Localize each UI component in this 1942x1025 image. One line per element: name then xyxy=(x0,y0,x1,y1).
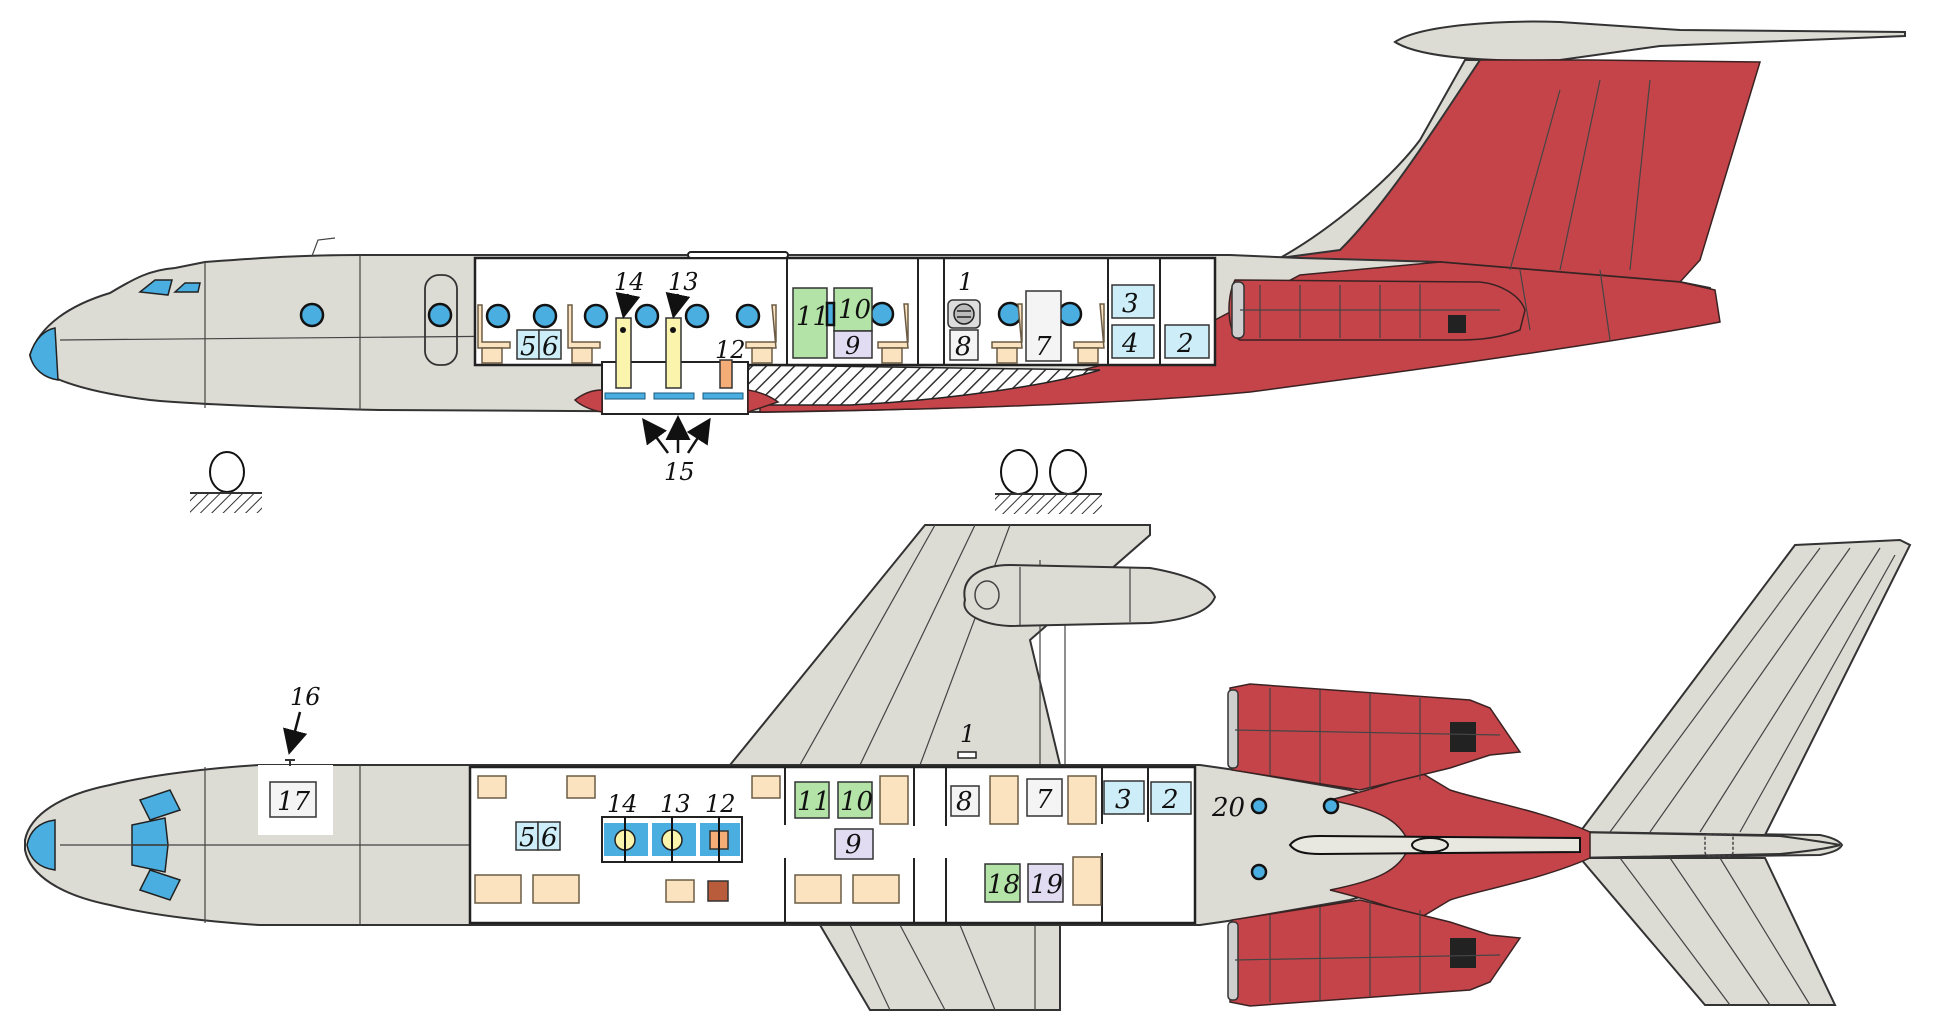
equipment-4 xyxy=(1111,324,1155,359)
nose-glazing-plan xyxy=(26,819,56,871)
rear-window xyxy=(1250,797,1268,815)
antenna-1 xyxy=(957,751,977,759)
plan-label-20: 20 xyxy=(1211,793,1245,823)
equipment-7 xyxy=(1025,290,1062,362)
engine-exhaust-panel xyxy=(1448,315,1466,333)
equipment-19-plan xyxy=(1027,863,1064,903)
equipment-6-plan xyxy=(537,821,561,851)
vertical-fin xyxy=(1277,59,1762,283)
label-10: 10 xyxy=(838,295,871,325)
equipment-11-plan xyxy=(794,781,830,819)
equipment-2-plan xyxy=(1150,781,1192,815)
label-4: 4 xyxy=(1121,329,1139,359)
rear-window xyxy=(1250,863,1268,881)
label-12: 12 xyxy=(715,336,746,364)
label-16: 16 xyxy=(290,683,321,711)
plan-view: 17 16 5 6 xyxy=(24,524,1912,1011)
plan-label-9: 9 xyxy=(845,830,862,860)
label-3: 3 xyxy=(1122,289,1139,319)
sensor-windows xyxy=(604,392,744,400)
equipment-9-plan xyxy=(834,828,874,860)
nose-glazing xyxy=(29,327,59,381)
cockpit-windows xyxy=(138,279,201,296)
plan-label-3: 3 xyxy=(1115,785,1132,815)
plan-label-19: 19 xyxy=(1030,870,1063,900)
plan-label-8: 8 xyxy=(956,787,973,817)
sensor-12 xyxy=(719,359,733,389)
label-14: 14 xyxy=(614,268,645,296)
equipment-17 xyxy=(269,781,317,818)
horizontal-tail-upper xyxy=(1578,538,1912,837)
label-15: 15 xyxy=(664,458,695,486)
bay-red-fairing-fwd xyxy=(573,389,603,413)
seats-side xyxy=(477,303,1105,364)
overhead-fairing xyxy=(687,251,789,259)
equipment-3 xyxy=(1111,284,1155,319)
equipment-9 xyxy=(833,330,873,359)
plan-label-18: 18 xyxy=(987,870,1020,900)
seats-plan xyxy=(474,775,1102,906)
bay-red-fairing-aft xyxy=(747,389,780,414)
equipment-10-plan xyxy=(837,781,873,819)
plan-label-5: 5 xyxy=(519,823,536,853)
plan-label-10: 10 xyxy=(840,787,873,817)
equipment-8 xyxy=(949,329,979,361)
horizontal-stabilizer xyxy=(1393,20,1906,62)
label-6: 6 xyxy=(542,332,559,362)
plan-label-7: 7 xyxy=(1036,785,1053,815)
label-17: 17 xyxy=(277,787,311,817)
wing-pod xyxy=(963,563,1217,628)
horizontal-tail-lower xyxy=(1577,857,1837,1006)
top-antenna xyxy=(311,237,336,257)
plan-label-12: 12 xyxy=(705,790,736,818)
plan-label-11: 11 xyxy=(797,787,830,817)
equipment-11 xyxy=(792,287,828,359)
equipment-6 xyxy=(538,329,562,360)
plan-label-2: 2 xyxy=(1161,785,1179,815)
label-2: 2 xyxy=(1176,329,1194,359)
equipment-7-plan xyxy=(1026,778,1063,817)
plan-label-14: 14 xyxy=(607,790,638,818)
emergency-door xyxy=(424,274,458,366)
rear-window xyxy=(1322,797,1340,815)
nose-gear xyxy=(190,451,262,513)
label-8: 8 xyxy=(955,332,972,362)
main-gear xyxy=(995,449,1102,514)
engine-nacelle-lower xyxy=(1229,899,1522,1007)
label-13: 13 xyxy=(668,268,699,296)
engine-nacelle-upper xyxy=(1229,683,1522,791)
centerline-body xyxy=(1288,834,1581,856)
plan-label-1: 1 xyxy=(960,720,975,748)
tail-cone xyxy=(1569,830,1841,860)
side-view: 5 6 14 13 12 15 11 10 9 xyxy=(28,20,1906,514)
engine-panel-dark-lower xyxy=(1450,938,1476,968)
label-7: 7 xyxy=(1035,332,1052,362)
wing-upper xyxy=(727,524,1151,766)
label-11: 11 xyxy=(796,302,829,332)
equipment-3-plan xyxy=(1103,780,1145,815)
label-5: 5 xyxy=(520,332,537,362)
equipment-8-plan xyxy=(950,785,980,817)
equipment-18-plan xyxy=(984,863,1021,903)
equipment-2 xyxy=(1164,324,1210,359)
equipment-brown-plan xyxy=(707,880,729,902)
plan-label-6: 6 xyxy=(541,823,558,853)
plan-label-13: 13 xyxy=(660,790,691,818)
side-window xyxy=(299,302,325,328)
engine-panel-dark-upper xyxy=(1450,722,1476,752)
fin-leading-edge xyxy=(1279,59,1482,259)
label-9: 9 xyxy=(845,332,860,360)
antenna-16 xyxy=(285,759,295,766)
label-1: 1 xyxy=(958,268,973,296)
